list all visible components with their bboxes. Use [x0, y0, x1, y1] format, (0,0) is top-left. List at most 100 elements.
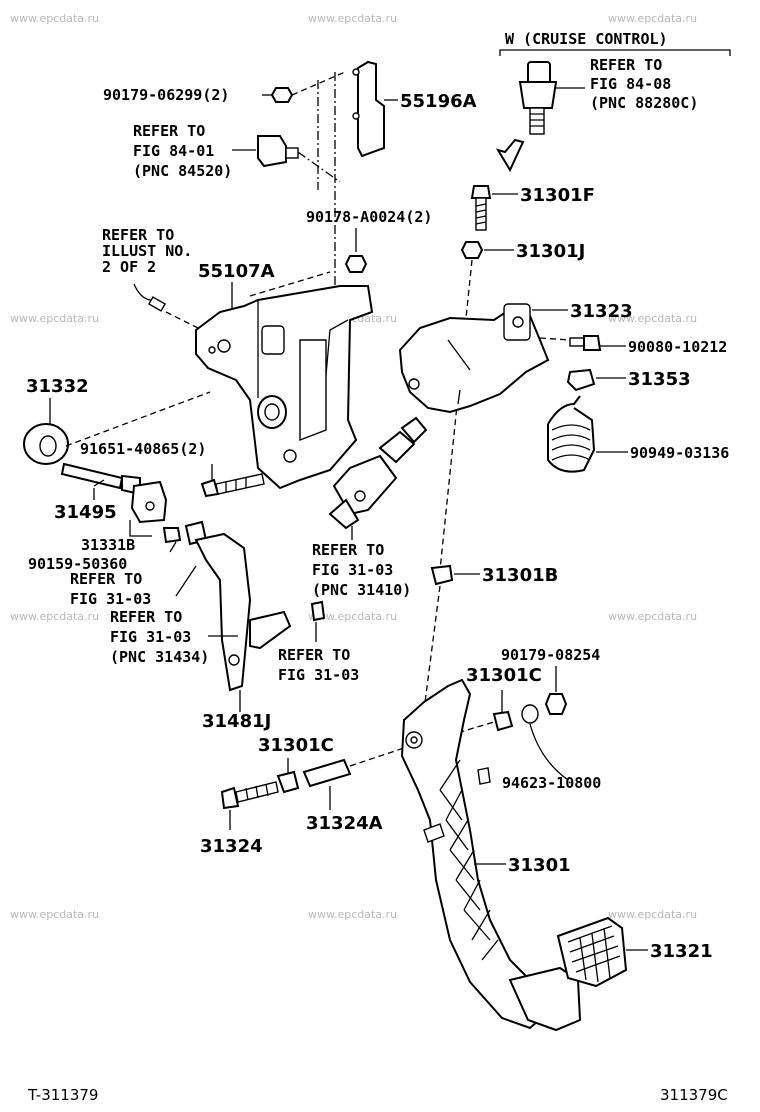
callout-31301C-top: 31301C — [466, 665, 542, 686]
callout-31481J: 31481J — [202, 711, 271, 732]
bolt-31301F-group: 31301F — [470, 185, 595, 231]
callout-31495: 31495 — [54, 502, 117, 523]
nut-31301J-group: 31301J — [439, 241, 585, 571]
callout-31301: 31301 — [508, 855, 571, 876]
callout-90178-A0024: 90178-A0024(2) — [306, 208, 432, 226]
refer-fig8401-l2: FIG 84-01 — [133, 142, 214, 160]
hose-31481J-drawing — [194, 532, 252, 692]
cruise-refer-l1: REFER TO — [590, 56, 662, 74]
cushion-31353-drawing — [566, 368, 596, 392]
spring-90949-drawing — [547, 395, 596, 473]
callout-90179-06299: 90179-06299(2) — [103, 86, 229, 104]
refer-fig3103c-l1: REFER TO — [110, 608, 182, 626]
watermark: www.epcdata.ru — [10, 312, 99, 325]
watermark: www.epcdata.ru — [308, 908, 397, 921]
watermark: www.epcdata.ru — [10, 908, 99, 921]
watermark: www.epcdata.ru — [10, 610, 99, 623]
callout-31331B: 31331B — [81, 536, 135, 554]
watermarks: www.epcdata.ru www.epcdata.ru www.epcdat… — [10, 12, 697, 921]
shaft-31495-drawing — [60, 462, 124, 490]
refer-fig8401-l3: (PNC 84520) — [133, 162, 232, 180]
nut-icon — [460, 241, 484, 259]
bolt-91651-group: 91651-40865(2) — [80, 440, 265, 498]
refer-fig3103d-l1: REFER TO — [278, 646, 350, 664]
callout-31324: 31324 — [200, 836, 263, 857]
callout-55196A: 55196A — [400, 91, 477, 112]
cruise-bracket-line — [499, 49, 731, 56]
refer-fig3103b-l1: REFER TO — [70, 570, 142, 588]
cruise-refer-l2: FIG 84-08 — [590, 75, 671, 93]
refer-illust-l1: REFER TO — [102, 226, 174, 244]
bolt-31324-drawing — [220, 786, 240, 810]
master-cylinder-group: REFER TO FIG 31-03 (PNC 31410) — [312, 416, 428, 599]
callout-31323: 31323 — [570, 301, 633, 322]
footer-left-code: T-311379 — [27, 1086, 98, 1104]
watermark: www.epcdata.ru — [308, 12, 397, 25]
pedal-arm-drawing — [400, 678, 550, 1030]
watermark: www.epcdata.ru — [608, 12, 697, 25]
hose-31481J-group: REFER TO FIG 31-03 REFER TO FIG 31-03 (P… — [70, 532, 359, 732]
cushion-31353-group: 31353 — [566, 368, 691, 392]
refer-fig3103b-l2: FIG 31-03 — [70, 590, 151, 608]
stop-lamp-switch-drawing — [257, 135, 287, 168]
cruise-control-group: W (CRUISE CONTROL) REFER TO FIG 84-08 (P… — [495, 30, 731, 173]
callout-31353: 31353 — [628, 369, 691, 390]
callout-90159-50360: 90159-50360 — [28, 555, 127, 573]
clip-31301B-group: 31301B — [423, 564, 558, 711]
arrow-icon — [495, 138, 525, 173]
watermark: www.epcdata.ru — [308, 610, 397, 623]
bracket-55196A-drawing — [357, 60, 385, 158]
refer-illust-group: REFER TO ILLUST NO. 2 OF 2 — [102, 226, 211, 335]
pedal-31301-group: 31301 — [400, 678, 582, 1032]
nut-icon — [544, 693, 568, 715]
callout-31324A: 31324A — [306, 813, 383, 834]
bolt-90080-group: 90080-10212 — [539, 335, 727, 356]
collar-icon — [492, 710, 514, 732]
pedal-pad-drawing — [556, 916, 628, 988]
refer-fig3103c-l3: (PNC 31434) — [110, 648, 209, 666]
footer-right-code: 311379C — [660, 1086, 728, 1104]
callout-94623-10800: 94623-10800 — [502, 774, 601, 792]
cruise-refer-l3: (PNC 88280C) — [590, 94, 698, 112]
callout-31301B: 31301B — [482, 565, 558, 586]
pedal-pad-31321-group: 31321 — [556, 916, 713, 988]
collar-icon — [276, 770, 300, 794]
refer-fig3103a-l1: REFER TO — [312, 541, 384, 559]
callout-31301J: 31301J — [516, 241, 585, 262]
clip-90159-group: 90159-50360 — [28, 520, 208, 573]
watermark: www.epcdata.ru — [10, 12, 99, 25]
refer-fig3103a-l2: FIG 31-03 — [312, 561, 393, 579]
callout-31332: 31332 — [26, 376, 89, 397]
cruise-switch-drawing — [518, 61, 558, 135]
shaft-31495-group: 31495 31331B — [54, 462, 168, 554]
nut-icon — [344, 255, 368, 273]
hardware-right-group: 90179-08254 31301C 94623-10800 — [466, 646, 601, 792]
bracket-31323-group: 31323 — [398, 301, 633, 414]
callout-91651-40865: 91651-40865(2) — [80, 440, 206, 458]
nut-icon — [270, 87, 294, 103]
spring-90949-group: 90949-03136 — [547, 395, 729, 473]
nut-90178-group: 90178-A0024(2) — [306, 208, 432, 273]
watermark: www.epcdata.ru — [608, 610, 697, 623]
watermark: www.epcdata.ru — [608, 312, 697, 325]
bracket-55107A-group: 55107A — [195, 261, 374, 490]
refer-fig3103c-l2: FIG 31-03 — [110, 628, 191, 646]
refer-fig8401-group: REFER TO FIG 84-01 (PNC 84520) — [133, 122, 341, 183]
clip-icon — [430, 564, 454, 586]
callout-31321: 31321 — [650, 941, 713, 962]
bushing-31332-group: 31332 — [23, 376, 211, 465]
clip-icon — [310, 600, 326, 622]
refer-fig3103d-l2: FIG 31-03 — [278, 666, 359, 684]
callout-90080-10212: 90080-10212 — [628, 338, 727, 356]
refer-fig8401-l1: REFER TO — [133, 122, 205, 140]
callout-31301C-left: 31301C — [258, 735, 334, 756]
collar-31324A-drawing — [302, 758, 352, 788]
washer-icon — [521, 704, 539, 724]
callout-31301F: 31301F — [520, 185, 595, 206]
watermark: www.epcdata.ru — [608, 908, 697, 921]
callout-55107A: 55107A — [198, 261, 275, 282]
refer-fig3103a-l3: (PNC 31410) — [312, 581, 411, 599]
callout-90179-08254: 90179-08254 — [501, 646, 600, 664]
clip-icon — [162, 527, 182, 544]
